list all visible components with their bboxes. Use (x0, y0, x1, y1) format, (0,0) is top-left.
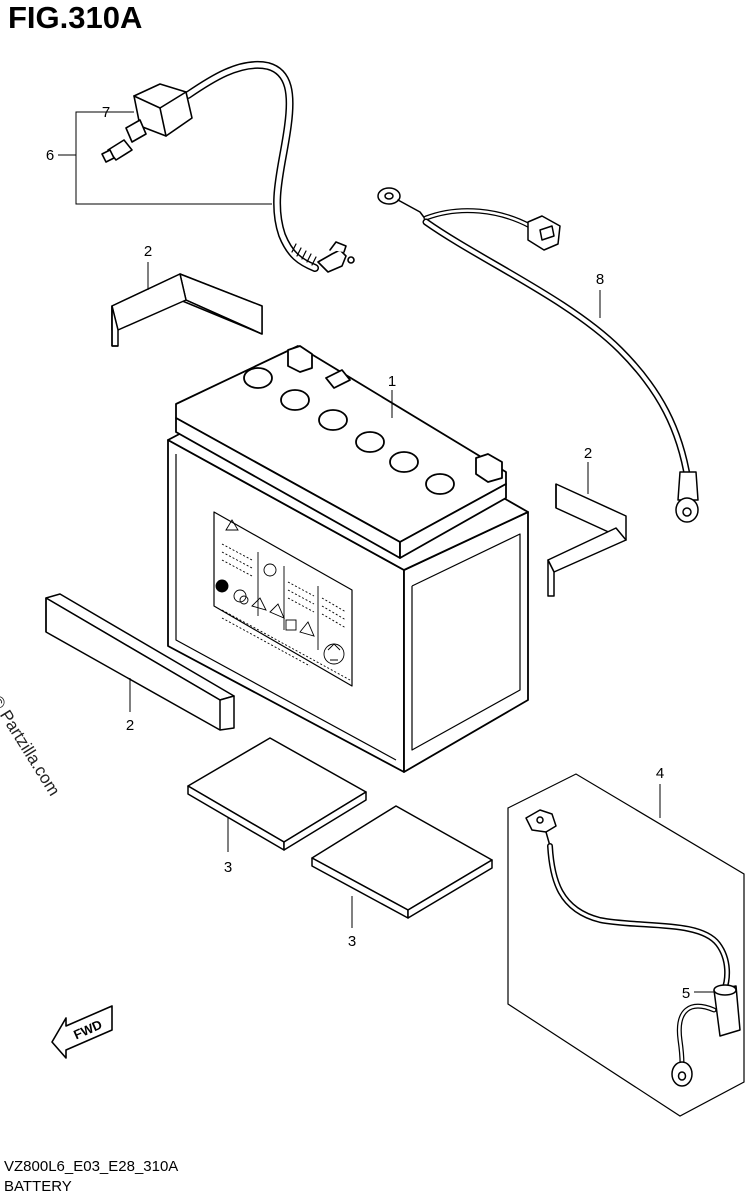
callout-8: 8 (596, 271, 604, 288)
battery-spacer-top-left[interactable] (111, 273, 263, 347)
battery[interactable] (167, 345, 529, 773)
battery-cable[interactable] (525, 809, 741, 1087)
callout-7: 7 (102, 104, 110, 121)
battery-cable-box (507, 773, 745, 1117)
callout-3-left: 3 (224, 859, 232, 876)
battery-pad-left[interactable] (187, 737, 367, 851)
callout-4: 4 (656, 765, 664, 782)
callout-5: 5 (682, 985, 690, 1002)
battery-pad-right[interactable] (311, 805, 493, 919)
callout-6: 6 (46, 147, 54, 164)
ground-lead-wire[interactable] (377, 187, 699, 523)
battery-spacer-right[interactable] (547, 483, 627, 597)
positive-cable-assembly[interactable] (101, 60, 355, 273)
forward-direction-arrow (51, 1005, 113, 1059)
battery-warning-label (215, 519, 351, 681)
figure-title: FIG.310A (8, 0, 143, 35)
callout-2-top-left: 2 (144, 243, 152, 260)
callout-2-bottom-left: 2 (126, 717, 134, 734)
callout-leaders (129, 262, 714, 993)
figure-name: BATTERY (4, 1178, 72, 1195)
figure-code: VZ800L6_E03_E28_310A (4, 1158, 179, 1175)
callout-6-bracket (58, 111, 272, 205)
callout-2-right: 2 (584, 445, 592, 462)
battery-spacer-bottom-left[interactable] (45, 593, 235, 731)
callout-3-right: 3 (348, 933, 356, 950)
callout-1: 1 (388, 373, 396, 390)
